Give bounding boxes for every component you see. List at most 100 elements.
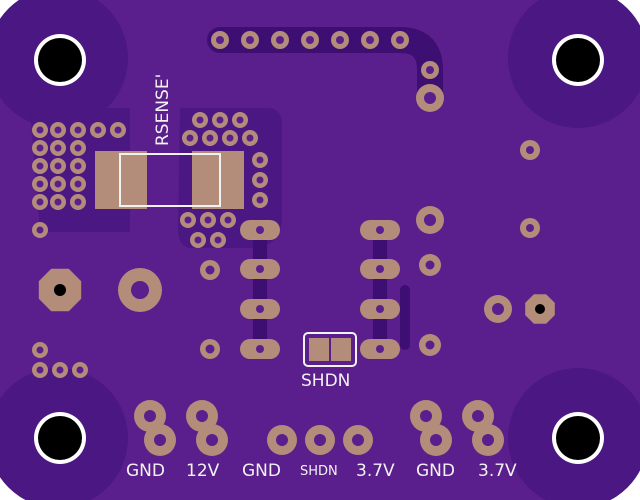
pad-top-large	[416, 84, 444, 112]
shdn-jumper-pad-right	[331, 338, 351, 361]
via-20	[232, 112, 248, 128]
via-24	[242, 130, 258, 146]
pad-right-2	[520, 218, 540, 238]
pin-label-shdn: SHDN	[300, 464, 338, 479]
mounting-hole-top-right	[552, 34, 604, 86]
pad-ic-right-2	[419, 334, 441, 356]
sense-resistor-pad-right	[192, 151, 244, 209]
pad-octagon-right	[525, 294, 555, 324]
via-15	[50, 194, 66, 210]
pin-label-3v7-1: 3.7V	[356, 461, 395, 481]
pin-label-gnd-3: GND	[416, 461, 455, 481]
via-14	[32, 194, 48, 210]
shdn-pad-label: SHDN	[301, 371, 350, 391]
via-21	[182, 130, 198, 146]
through-hole-pads	[38, 61, 555, 359]
via-33	[32, 342, 48, 358]
via-34	[32, 362, 48, 378]
via-16	[70, 194, 86, 210]
header-pin-1	[211, 31, 229, 49]
sense-resistor	[95, 151, 244, 209]
pin-label-3v7-2: 3.7V	[478, 461, 517, 481]
via-36	[72, 362, 88, 378]
pad-right-mid	[416, 206, 444, 234]
pin-labels: GND 12V GND SHDN 3.7V GND 3.7V	[126, 461, 517, 481]
terminal-gnd-3	[410, 400, 452, 456]
pin-label-gnd-2: GND	[242, 461, 281, 481]
via-13	[70, 176, 86, 192]
ic-pad-left-1	[240, 220, 280, 240]
via-35	[52, 362, 68, 378]
pin-label-12v: 12V	[186, 461, 220, 481]
via-17	[32, 222, 48, 238]
pad-round-large	[118, 268, 162, 312]
via-9	[50, 158, 66, 174]
terminal-shdn	[305, 425, 335, 455]
pad-octagon-left	[38, 268, 82, 312]
header-pin-2	[241, 31, 259, 49]
ic-pad-right-2	[360, 259, 400, 279]
pad-right-1	[520, 140, 540, 160]
via-8	[32, 158, 48, 174]
ic-pad-left-3	[240, 299, 280, 319]
via-11	[32, 176, 48, 192]
ic-pad-left-4	[240, 339, 280, 359]
shdn-jumper-outline	[303, 332, 357, 367]
via-28	[190, 232, 206, 248]
via-19	[212, 112, 228, 128]
mounting-holes	[34, 34, 604, 464]
ic-oval-pads	[240, 220, 400, 359]
via-22	[202, 130, 218, 146]
via-6	[50, 140, 66, 156]
via-4	[110, 122, 126, 138]
header-pin-5	[331, 31, 349, 49]
ic-pad-left-2	[240, 259, 280, 279]
shdn-jumper	[303, 332, 357, 367]
via-27	[220, 212, 236, 228]
ic-pad-right-1	[360, 220, 400, 240]
terminal-3v7-1	[343, 425, 373, 455]
terminal-12v	[186, 400, 228, 456]
mounting-hole-bottom-left	[34, 412, 86, 464]
via-0	[32, 122, 48, 138]
pin-label-gnd-1: GND	[126, 461, 165, 481]
via-25	[180, 212, 196, 228]
pad-top-small	[421, 61, 439, 79]
via-23	[222, 130, 238, 146]
terminal-3v7-2	[462, 400, 504, 456]
via-26	[200, 212, 216, 228]
ic-pad-right-3	[360, 299, 400, 319]
via-1	[50, 122, 66, 138]
shdn-jumper-pad-left	[309, 338, 329, 361]
pad-left-2	[200, 339, 220, 359]
via-3	[90, 122, 106, 138]
header-pin-6	[361, 31, 379, 49]
via-32	[252, 192, 268, 208]
header-pin-7	[391, 31, 409, 49]
via-31	[252, 172, 268, 188]
rsense-label: RSENSE'	[153, 74, 173, 146]
sense-resistor-outline	[119, 153, 221, 207]
via-7	[70, 140, 86, 156]
via-12	[50, 176, 66, 192]
header-pin-3	[271, 31, 289, 49]
via-30	[252, 152, 268, 168]
terminal-pads	[134, 400, 504, 456]
header-pins	[211, 31, 409, 49]
terminal-gnd-2	[267, 425, 297, 455]
mounting-hole-top-left	[34, 34, 86, 86]
via-18	[192, 112, 208, 128]
ic-pad-right-4	[360, 339, 400, 359]
header-pin-4	[301, 31, 319, 49]
pad-left-1	[200, 260, 220, 280]
via-10	[70, 158, 86, 174]
pad-mid-1	[484, 295, 512, 323]
via-5	[32, 140, 48, 156]
pad-ic-right-1	[419, 254, 441, 276]
via-2	[70, 122, 86, 138]
mounting-hole-bottom-right	[552, 412, 604, 464]
via-29	[210, 232, 226, 248]
via-array	[32, 112, 268, 378]
